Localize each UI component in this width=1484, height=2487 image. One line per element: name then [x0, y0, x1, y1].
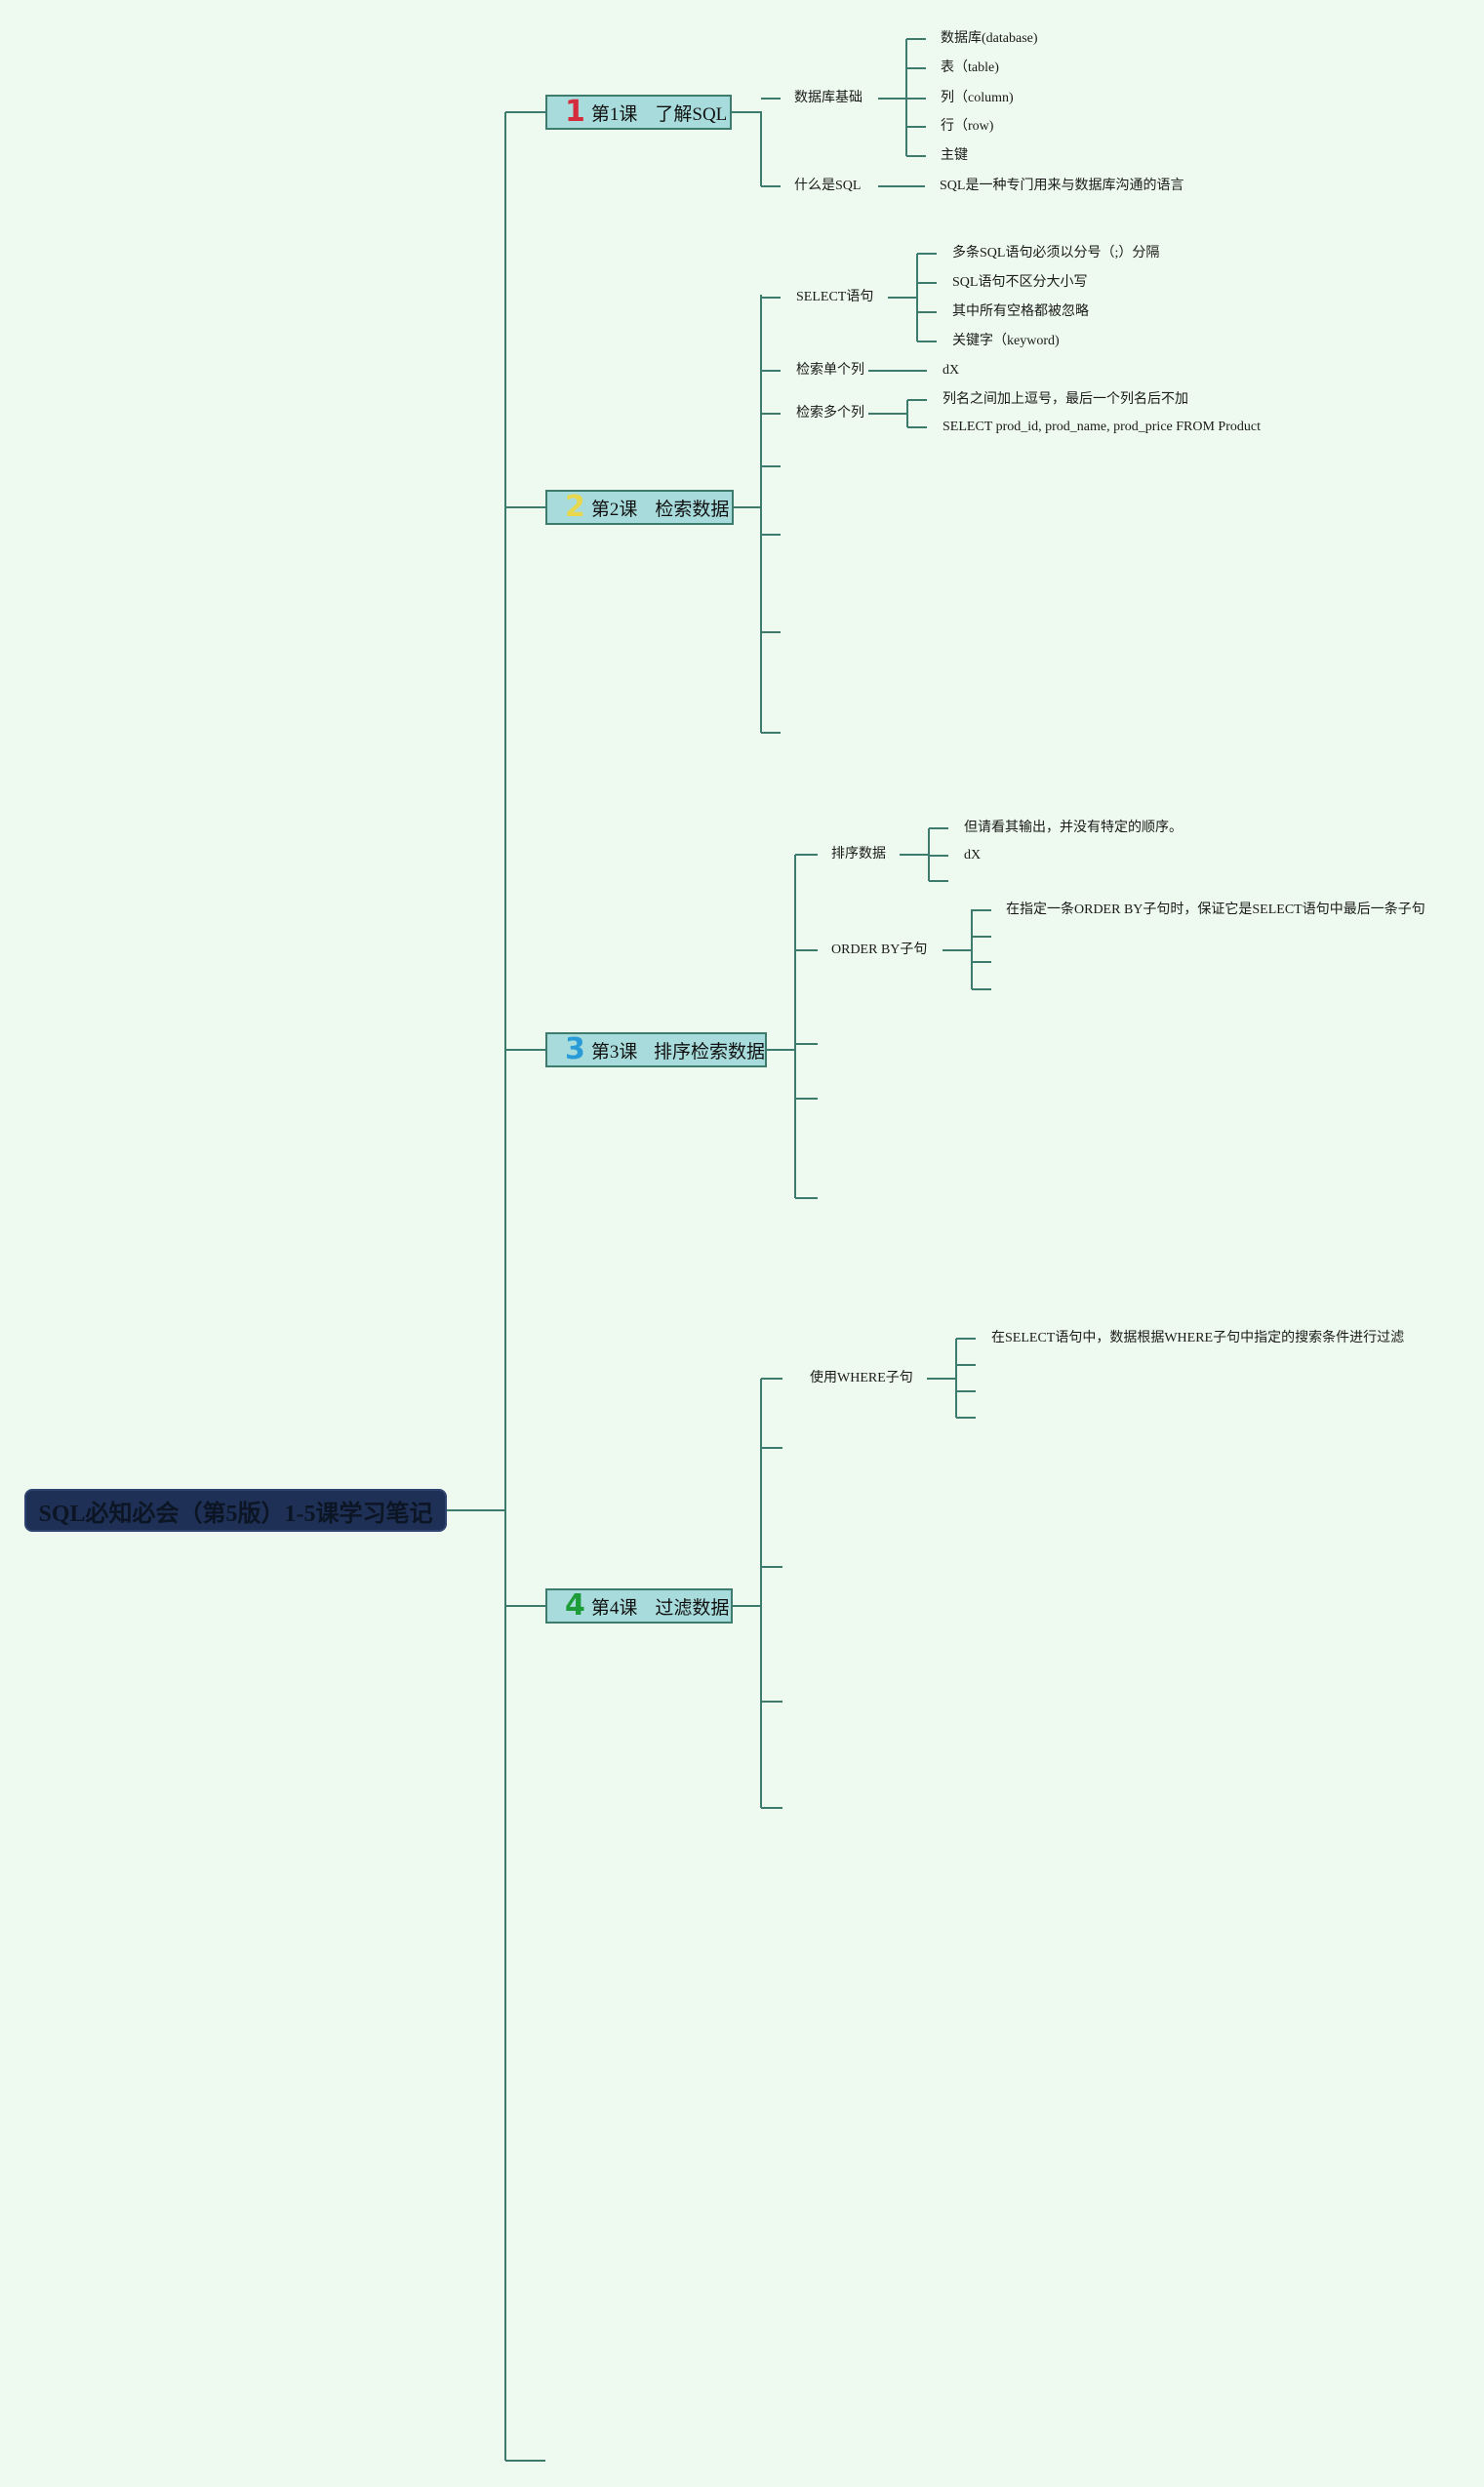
lesson-title: 排序检索数据	[653, 1041, 765, 1063]
connector-l3-orderby	[943, 909, 991, 990]
number-2-icon: 2	[565, 490, 585, 524]
topic-db-basics[interactable]: 数据库基础	[794, 91, 862, 105]
what-is-sql-desc[interactable]: SQL是一种专门用来与数据库沟通的语言	[940, 179, 1184, 193]
select-item[interactable]: 其中所有空格都被忽略	[952, 304, 1089, 319]
lesson-label: 第3课	[590, 1041, 638, 1063]
number-4-icon: 4	[565, 1588, 585, 1623]
lesson-label: 第4课	[590, 1597, 638, 1619]
connector-l2-multi	[868, 399, 927, 428]
topic-sort-data[interactable]: 排序数据	[831, 847, 886, 862]
lesson-label: 第1课	[590, 103, 638, 125]
number-1-icon: 1	[565, 95, 585, 129]
lesson-title: 了解SQL	[655, 103, 728, 125]
lesson-4-node[interactable]: 4 第4课 过滤数据	[545, 1588, 733, 1624]
topic-select[interactable]: SELECT语句	[796, 290, 874, 304]
connector-l1-out	[732, 98, 781, 187]
lesson-1-node[interactable]: 1 第1课 了解SQL	[545, 95, 732, 130]
sort-item[interactable]: 但请看其输出，并没有特定的顺序。	[964, 821, 1183, 835]
connector-l3-out	[767, 854, 818, 1199]
topic-what-is-sql[interactable]: 什么是SQL	[794, 179, 862, 193]
connector-l2-select	[888, 253, 937, 342]
db-item[interactable]: 表（table)	[941, 60, 999, 75]
lesson-2-node[interactable]: 2 第2课 检索数据	[545, 490, 734, 525]
connector-l2-out	[734, 295, 781, 734]
select-item[interactable]: 多条SQL语句必须以分号（;）分隔	[952, 246, 1160, 261]
order-by-item[interactable]: 在指定一条ORDER BY子句时，保证它是SELECT语句中最后一条子句	[1006, 903, 1425, 917]
select-item[interactable]: 关键字（keyword)	[952, 334, 1060, 348]
connector-l1-db	[878, 38, 926, 157]
topic-multi-column[interactable]: 检索多个列	[796, 406, 864, 421]
lesson-title: 检索数据	[655, 499, 730, 520]
topic-order-by[interactable]: ORDER BY子句	[831, 943, 928, 957]
db-item[interactable]: 行（row)	[941, 119, 994, 134]
connector-l4-where	[927, 1338, 976, 1419]
single-column-item[interactable]: dX	[943, 363, 960, 378]
lesson-title: 过滤数据	[655, 1597, 730, 1619]
number-3-icon: 3	[565, 1032, 585, 1066]
where-item[interactable]: 在SELECT语句中，数据根据WHERE子句中指定的搜索条件进行过滤	[991, 1331, 1405, 1345]
lesson-3-node[interactable]: 3 第3课 排序检索数据	[545, 1032, 767, 1067]
connector-l3-sort	[900, 827, 948, 882]
connector-l4-out	[733, 1378, 782, 1809]
sort-item[interactable]: dX	[964, 848, 982, 862]
root-topic[interactable]: SQL必知必会（第5版）1-5课学习笔记	[24, 1489, 447, 1532]
select-item[interactable]: SQL语句不区分大小写	[952, 275, 1088, 290]
db-item[interactable]: 主键	[941, 148, 968, 163]
topic-single-column[interactable]: 检索单个列	[796, 363, 864, 378]
multi-column-item[interactable]: SELECT prod_id, prod_name, prod_price FR…	[943, 420, 1261, 434]
multi-column-item[interactable]: 列名之间加上逗号，最后一个列名后不加	[943, 392, 1188, 407]
lesson-label: 第2课	[590, 499, 638, 520]
topic-where[interactable]: 使用WHERE子句	[810, 1371, 913, 1385]
db-item[interactable]: 列（column)	[941, 91, 1014, 105]
db-item[interactable]: 数据库(database)	[941, 31, 1038, 46]
